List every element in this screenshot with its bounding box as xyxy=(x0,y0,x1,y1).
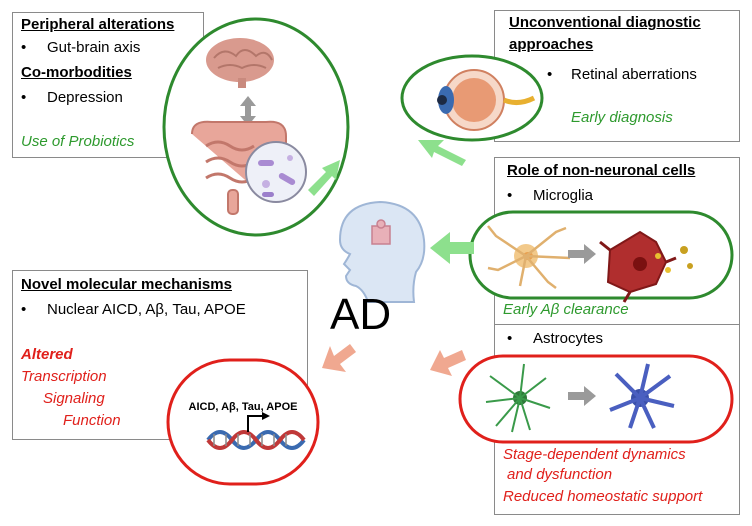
eye-icon xyxy=(437,69,536,131)
bullet: • xyxy=(507,187,513,204)
bullet: • xyxy=(507,330,513,347)
human-head-icon xyxy=(338,200,426,303)
bullet: • xyxy=(21,39,27,56)
peripheral-title: Peripheral alterations xyxy=(21,16,175,33)
bullet: • xyxy=(21,89,27,106)
signaling-label: Signaling xyxy=(43,390,105,407)
activated-microglia-icon xyxy=(599,230,693,303)
ad-label: AD xyxy=(330,290,392,339)
nuclear-item: Nuclear AICD, Aβ, Tau, APOE xyxy=(47,301,246,318)
early-clearance-note: Early Aβ clearance xyxy=(503,301,629,318)
reactive-astrocyte-icon xyxy=(609,363,675,429)
microglia-item: Microglia xyxy=(533,187,594,204)
resting-astrocyte-icon xyxy=(485,363,551,433)
brain-icon xyxy=(206,38,274,88)
novel-title: Novel molecular mechanisms xyxy=(21,276,232,293)
arrow-astrocytes-to-ad xyxy=(430,350,466,376)
astro-note-2: and dysfunction xyxy=(507,466,613,483)
comorbidities-title: Co-morbodities xyxy=(21,64,132,81)
bullet: • xyxy=(21,301,27,318)
resting-microglia-icon xyxy=(487,225,571,289)
retinal-item: Retinal aberrations xyxy=(571,66,697,83)
astro-note-1: Stage-dependent dynamics xyxy=(503,446,686,463)
unconventional-title-1: Unconventional diagnostic xyxy=(509,14,701,31)
arrow-dna-to-ad xyxy=(322,344,356,372)
astrocytes-panel xyxy=(458,354,734,444)
astrocytes-item: Astrocytes xyxy=(533,330,604,347)
gut-brain-item: Gut-brain axis xyxy=(47,39,141,56)
astro-note-3: Reduced homeostatic support xyxy=(503,488,703,505)
unconventional-title-2: approaches xyxy=(509,36,594,53)
arrow-microglia-to-ad xyxy=(430,232,474,264)
altered-label: Altered xyxy=(21,346,73,363)
microglia-panel xyxy=(468,210,734,300)
early-diagnosis-note: Early diagnosis xyxy=(571,109,673,126)
bullet: • xyxy=(547,66,553,83)
transition-arrow-icon xyxy=(568,386,596,406)
dna-label: AICD, Aβ, Tau, APOE xyxy=(189,401,298,413)
bacteria-magnifier-icon xyxy=(245,141,307,203)
dna-helix-icon xyxy=(206,412,306,450)
bidirectional-arrow-icon xyxy=(240,96,256,126)
unconventional-box: Unconventional diagnostic approaches • R… xyxy=(494,10,740,142)
depression-item: Depression xyxy=(47,89,123,106)
nonneuronal-title: Role of non-neuronal cells xyxy=(507,162,696,179)
transition-arrow-icon xyxy=(568,244,596,264)
divider xyxy=(494,324,740,325)
transcription-label: Transcription xyxy=(21,368,107,385)
probiotics-note: Use of Probiotics xyxy=(21,133,135,150)
arrow-eye-to-ad xyxy=(418,140,466,166)
dna-panel xyxy=(166,358,320,486)
function-label: Function xyxy=(63,412,121,429)
arrow-peripheral-to-ad xyxy=(308,160,340,196)
